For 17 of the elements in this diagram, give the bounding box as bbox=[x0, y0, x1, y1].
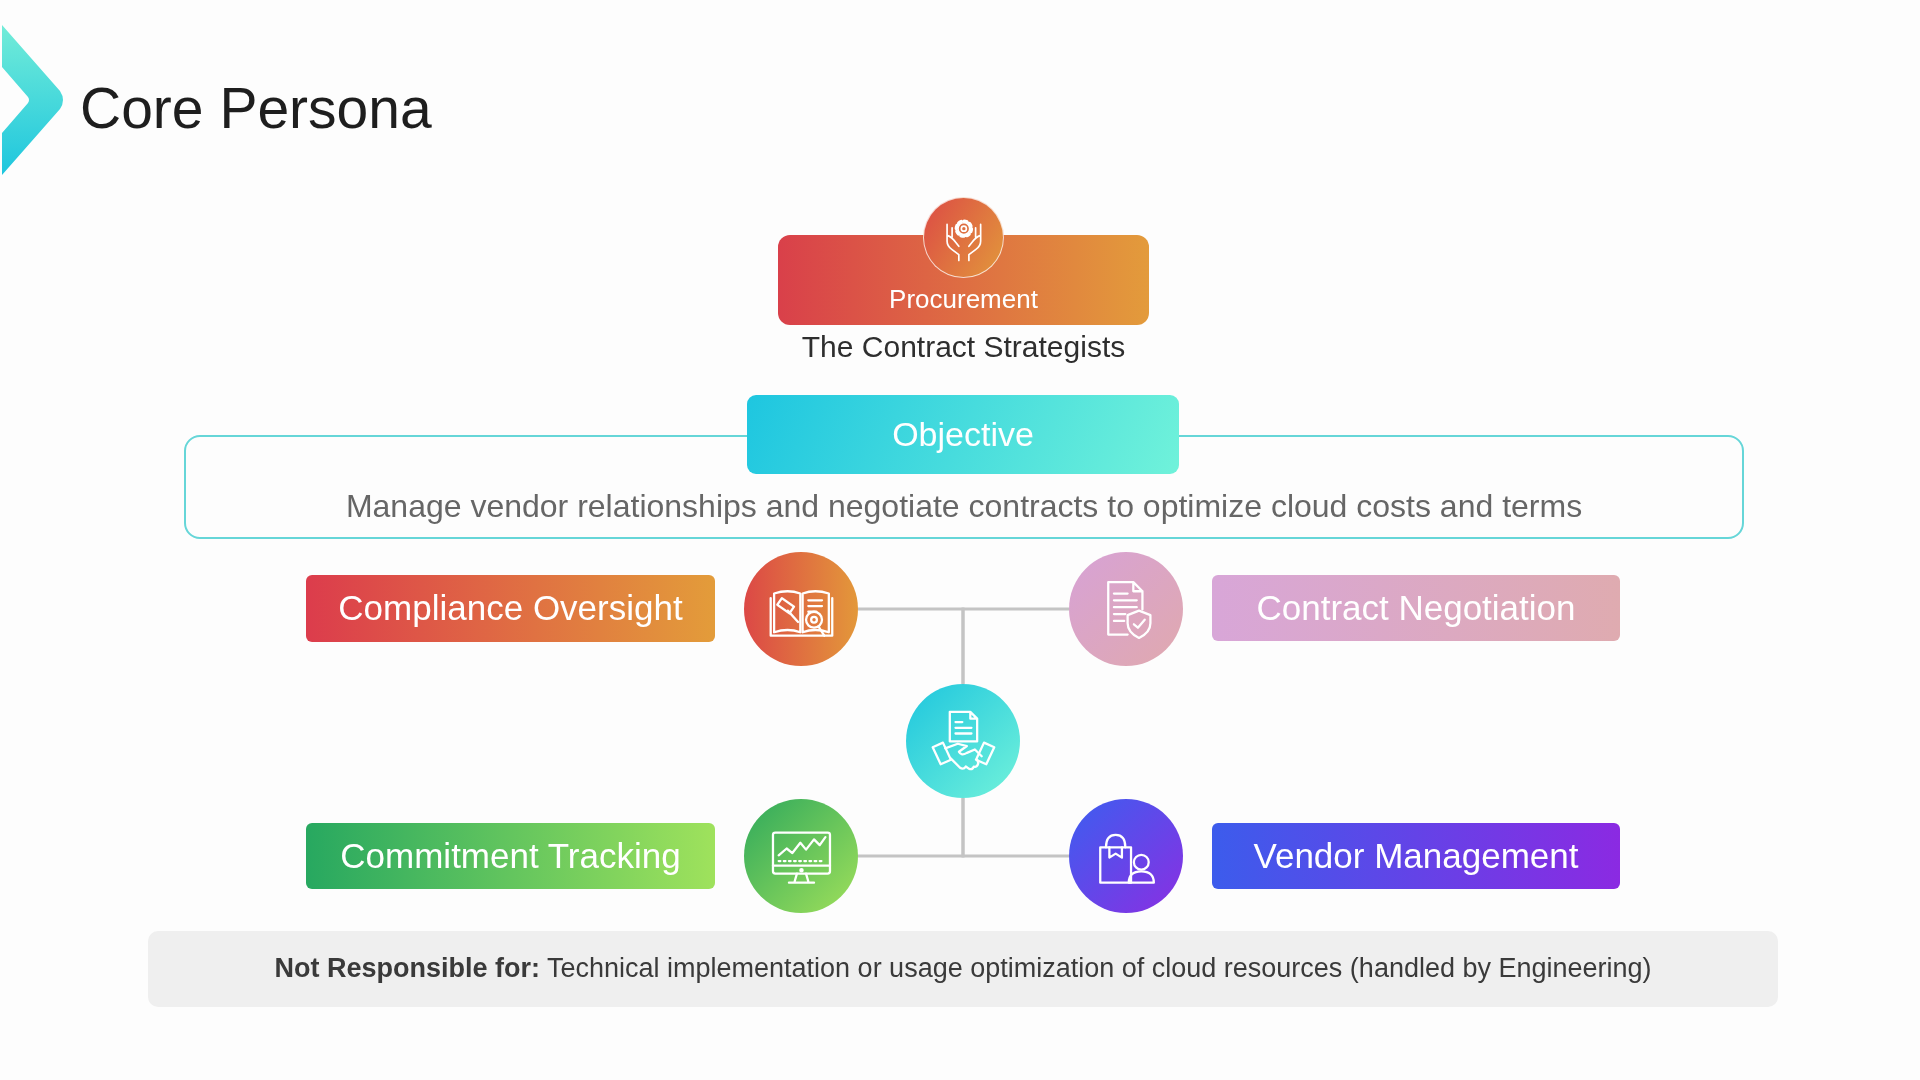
category-card bbox=[1212, 575, 1620, 641]
category-title: Vendor Management bbox=[1253, 835, 1579, 877]
connector-line bbox=[961, 798, 1069, 858]
category-title: Compliance Oversight bbox=[338, 588, 683, 629]
section-heading: Objective bbox=[892, 414, 1034, 455]
role-subtitle: The Contract Strategists bbox=[801, 330, 1126, 365]
objective-tab bbox=[747, 395, 1179, 474]
category-card bbox=[306, 823, 715, 889]
role-name: Procurement bbox=[889, 285, 1038, 315]
category-card bbox=[1212, 823, 1620, 889]
category-title: Contract Negotiation bbox=[1256, 587, 1576, 629]
note-text: Not Responsible for: Technical implementation or usage optimization of cloud resources (handled by Engineering) bbox=[274, 953, 1652, 985]
connector-line bbox=[961, 607, 1069, 684]
category-card bbox=[306, 575, 715, 642]
slide-title: Core Persona bbox=[80, 80, 432, 137]
objective-text: Manage vendor relationships and negotiate contracts to optimize cloud costs and terms bbox=[345, 488, 1583, 525]
category-title: Commitment Tracking bbox=[340, 835, 681, 877]
